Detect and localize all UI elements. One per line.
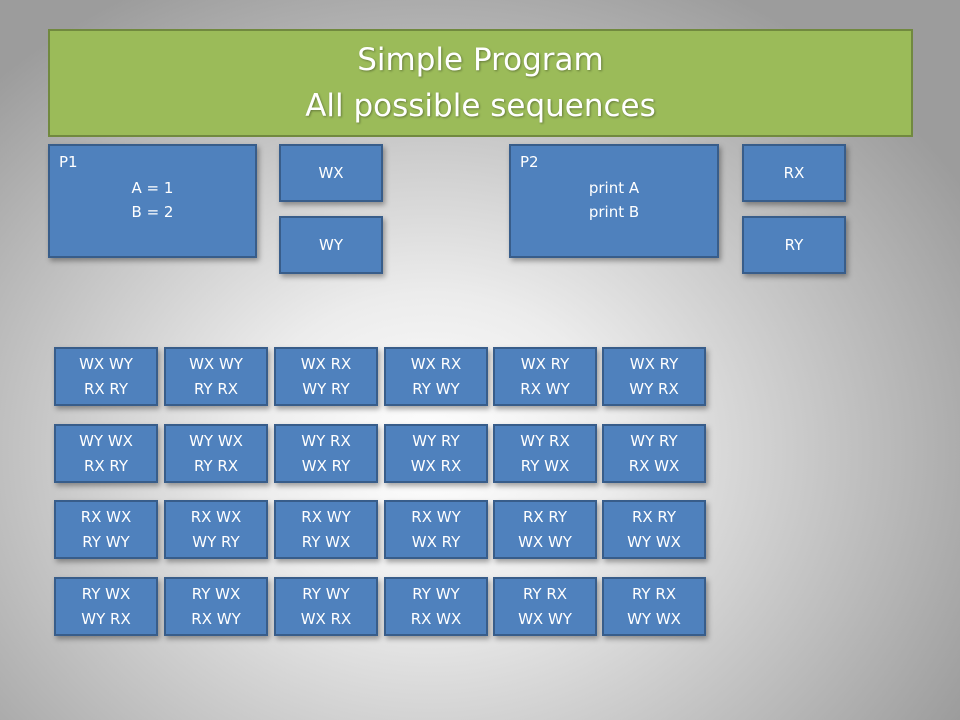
sequence-line-2: RY RX: [193, 379, 239, 398]
sequence-line-1: RX WX: [190, 507, 242, 526]
sequence-line-1: RX WX: [80, 507, 132, 526]
sequence-line-2: RX WX: [410, 609, 462, 628]
process-p1-line-1: A = 1: [131, 179, 174, 197]
sequence-box: WY RY RX WX: [602, 424, 706, 483]
sequence-line-1: RX WY: [411, 507, 461, 526]
sequence-line-2: WX RY: [411, 532, 461, 551]
sequence-box: RY RX WX WY: [493, 577, 597, 636]
sequence-line-1: RX WY: [301, 507, 351, 526]
sequence-box: WY RX WX RY: [274, 424, 378, 483]
sequence-line-1: WX WY: [79, 354, 133, 373]
sequence-line-2: RY WX: [520, 456, 570, 475]
sequence-box: WX RX WY RY: [274, 347, 378, 406]
sequence-line-2: WX RX: [410, 456, 462, 475]
process-p2-code: print A print B: [511, 176, 717, 224]
sequence-box: RX WY RY WX: [274, 500, 378, 559]
sequence-line-1: WX RX: [300, 354, 352, 373]
process-p1-box: P1 A = 1 B = 2: [48, 144, 257, 258]
sequence-line-2: RY WX: [301, 532, 351, 551]
sequence-box: RY WY RX WX: [384, 577, 488, 636]
sequence-line-1: WY WX: [189, 431, 243, 450]
sequence-line-2: WX WY: [518, 532, 572, 551]
op-wx-box: WX: [279, 144, 383, 202]
sequence-line-2: RY RX: [193, 456, 239, 475]
sequence-line-2: WY RX: [629, 379, 679, 398]
sequence-line-2: WX RX: [300, 609, 352, 628]
sequence-line-1: WX WY: [189, 354, 243, 373]
sequence-line-1: WY RY: [630, 431, 678, 450]
process-p1-line-2: B = 2: [131, 203, 174, 221]
sequence-line-1: RY WX: [191, 584, 241, 603]
sequence-box: WX RY RX WY: [493, 347, 597, 406]
sequence-line-2: RX WX: [628, 456, 680, 475]
sequence-box: RX WX WY RY: [164, 500, 268, 559]
sequence-box: RX WX RY WY: [54, 500, 158, 559]
sequence-line-1: RY WY: [302, 584, 350, 603]
sequence-line-1: RY WX: [81, 584, 131, 603]
sequence-line-1: WY RX: [301, 431, 351, 450]
sequence-line-2: RX WY: [191, 609, 241, 628]
process-p2-line-1: print A: [588, 179, 640, 197]
sequence-line-2: WY RY: [192, 532, 240, 551]
sequence-box: WY WX RX RY: [54, 424, 158, 483]
sequence-line-1: WY RY: [412, 431, 460, 450]
title-banner: Simple Program All possible sequences: [48, 29, 913, 137]
sequence-box: RY RX WY WX: [602, 577, 706, 636]
sequence-line-2: RY WY: [82, 532, 130, 551]
sequence-line-1: RX RY: [522, 507, 568, 526]
sequence-box: WX WY RY RX: [164, 347, 268, 406]
sequence-box: RX RY WY WX: [602, 500, 706, 559]
sequence-line-2: RX RY: [83, 456, 129, 475]
sequence-line-2: WX WY: [518, 609, 572, 628]
sequence-line-1: RY RX: [522, 584, 568, 603]
sequence-box: WY WX RY RX: [164, 424, 268, 483]
sequence-box: WX RY WY RX: [602, 347, 706, 406]
sequence-line-2: WX RY: [301, 456, 351, 475]
process-p2-label: P2: [520, 153, 539, 171]
title-line-1: Simple Program: [357, 42, 604, 78]
sequence-box: RX WY WX RY: [384, 500, 488, 559]
sequence-box: WX RX RY WY: [384, 347, 488, 406]
sequence-line-2: WY WX: [627, 609, 681, 628]
op-rx-box: RX: [742, 144, 846, 202]
sequence-box: RY WY WX RX: [274, 577, 378, 636]
process-p1-code: A = 1 B = 2: [50, 176, 255, 224]
process-p1-label: P1: [59, 153, 78, 171]
title-line-2: All possible sequences: [305, 88, 656, 124]
sequence-line-1: WX RY: [520, 354, 570, 373]
sequence-line-1: RY RX: [631, 584, 677, 603]
sequence-line-1: RY WY: [412, 584, 460, 603]
sequence-box: WY RX RY WX: [493, 424, 597, 483]
sequence-line-2: RX RY: [83, 379, 129, 398]
op-wy-box: WY: [279, 216, 383, 274]
sequence-line-2: WY WX: [627, 532, 681, 551]
sequence-box: RX RY WX WY: [493, 500, 597, 559]
sequence-line-1: WX RX: [410, 354, 462, 373]
sequence-line-2: RX WY: [520, 379, 570, 398]
sequence-box: RY WX RX WY: [164, 577, 268, 636]
sequence-box: WX WY RX RY: [54, 347, 158, 406]
sequence-line-2: RY WY: [412, 379, 460, 398]
sequence-box: WY RY WX RX: [384, 424, 488, 483]
sequence-line-1: WY WX: [79, 431, 133, 450]
sequence-line-1: WX RY: [629, 354, 679, 373]
sequence-line-2: WY RX: [81, 609, 131, 628]
op-ry-box: RY: [742, 216, 846, 274]
process-p2-line-2: print B: [588, 203, 640, 221]
sequence-box: RY WX WY RX: [54, 577, 158, 636]
sequence-line-2: WY RY: [302, 379, 350, 398]
process-p2-box: P2 print A print B: [509, 144, 719, 258]
sequence-line-1: WY RX: [520, 431, 570, 450]
sequence-line-1: RX RY: [631, 507, 677, 526]
